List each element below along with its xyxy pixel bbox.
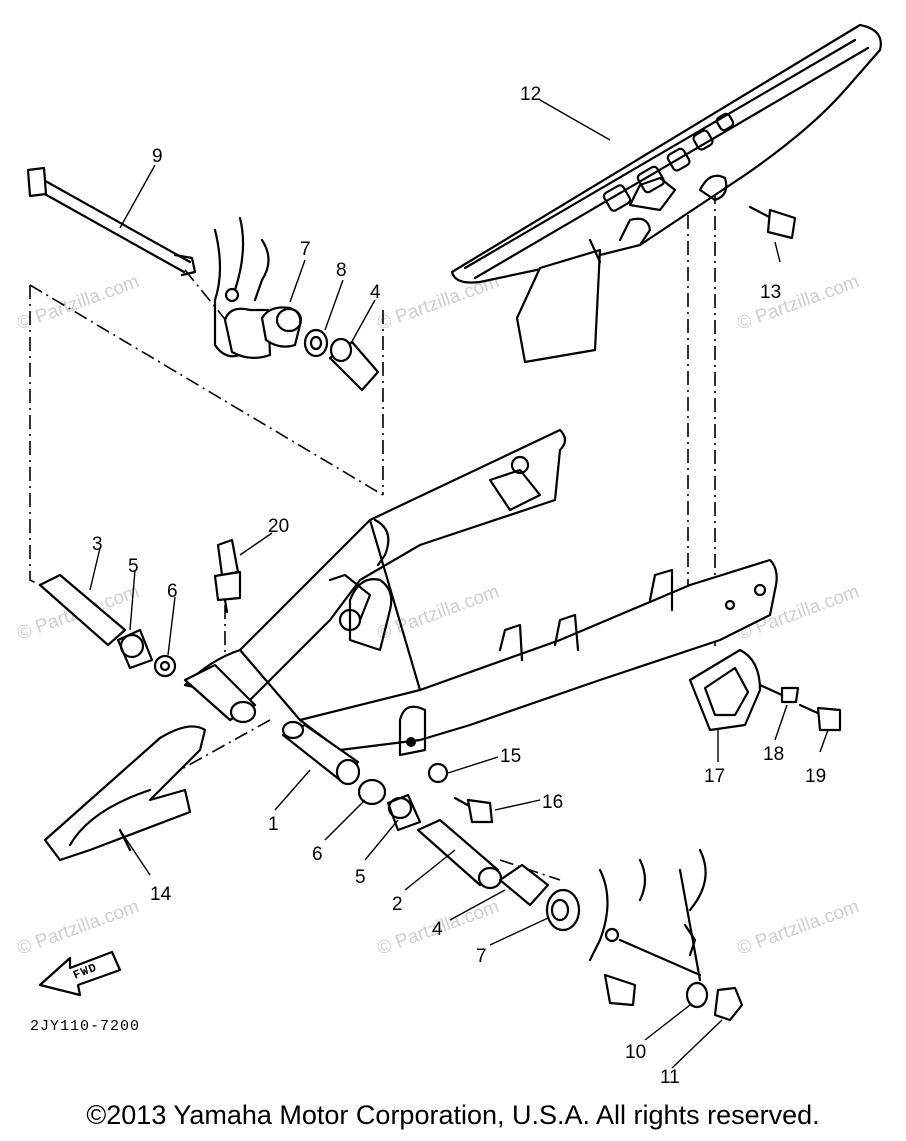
part-label-17: 17 <box>704 766 725 787</box>
pivot-bolt <box>26 166 197 277</box>
part-label-14: 14 <box>150 884 172 905</box>
part-label-5: 5 <box>128 556 139 577</box>
part-label-3: 3 <box>92 534 103 555</box>
part-label-16: 16 <box>542 792 563 813</box>
chain-case <box>450 23 882 364</box>
part-label-5: 5 <box>355 867 366 888</box>
pivot-tube-left <box>183 663 257 724</box>
part-label-15: 15 <box>500 746 521 767</box>
diagram-code: 2JY110-7200 <box>30 1018 140 1035</box>
axle-adjust-bolt <box>427 762 494 824</box>
part-label-9: 9 <box>152 146 163 167</box>
chain-case-bolt <box>748 205 797 240</box>
part-labels: 1 2 3 4 4 5 5 6 6 7 7 8 9 10 11 12 13 14… <box>92 84 826 1088</box>
watermark: © Partzilla.com <box>735 896 862 960</box>
watermark: © Partzilla.com <box>735 271 862 335</box>
part-label-11: 11 <box>660 1067 680 1088</box>
watermark: © Partzilla.com <box>15 271 142 335</box>
spacers-left <box>38 573 177 678</box>
bushings-top <box>260 306 380 392</box>
swing-arm <box>183 428 778 757</box>
grease-nipple <box>213 538 242 614</box>
part-label-6: 6 <box>312 844 323 865</box>
part-label-10: 10 <box>625 1042 646 1063</box>
part-label-4: 4 <box>432 919 443 940</box>
copyright-footer: ©2013 Yamaha Motor Corporation, U.S.A. A… <box>86 1100 820 1130</box>
part-label-6: 6 <box>167 581 178 602</box>
part-label-7: 7 <box>300 239 311 260</box>
part-label-1: 1 <box>268 814 279 835</box>
exploded-parts-diagram: © Partzilla.com © Partzilla.com © Partzi… <box>15 23 882 1088</box>
chain-guide <box>43 725 207 862</box>
part-label-18: 18 <box>763 744 784 765</box>
leader-lines <box>89 99 829 1069</box>
chain-puller <box>688 648 842 732</box>
frame-bracket-top <box>213 216 272 359</box>
assembly-lines <box>29 190 716 881</box>
part-label-20: 20 <box>268 516 289 537</box>
part-label-2: 2 <box>392 894 403 915</box>
watermark: © Partzilla.com <box>375 581 502 645</box>
part-label-4: 4 <box>370 282 381 303</box>
part-label-12: 12 <box>520 84 541 105</box>
part-label-13: 13 <box>760 282 781 303</box>
part-label-7: 7 <box>476 946 487 967</box>
pivot-collar <box>281 720 361 786</box>
nut-washer <box>685 981 744 1022</box>
spacers-bottom <box>357 778 581 932</box>
fwd-arrow: FWD <box>38 950 122 997</box>
part-label-19: 19 <box>805 766 826 787</box>
part-label-8: 8 <box>336 260 347 281</box>
frame-bracket-bottom <box>588 848 707 1007</box>
watermark: © Partzilla.com <box>15 896 142 960</box>
